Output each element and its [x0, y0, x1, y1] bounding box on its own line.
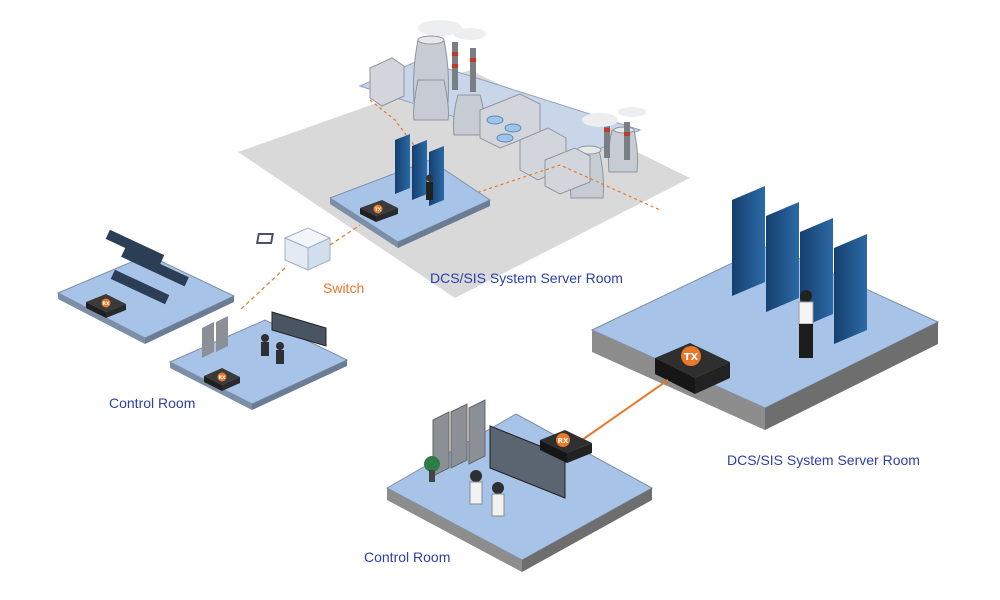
rx-device-bottom-label: RX	[558, 437, 569, 445]
engineer-figure	[798, 290, 814, 358]
operator-figure	[426, 182, 433, 200]
water-tanks	[486, 115, 522, 143]
server-room-right-label: DCS/SIS System Server Room	[727, 452, 920, 468]
server-room-top: TX	[328, 134, 492, 248]
factory-buildings	[369, 57, 591, 195]
video-wall-lower	[271, 311, 327, 347]
tx-device-top-label: TX	[375, 207, 382, 213]
rx-device-left-upper: RX	[86, 294, 126, 318]
server-cabinets-lower	[202, 316, 228, 358]
control-room-left-lower: RX	[168, 311, 349, 410]
fiber-link	[581, 379, 669, 441]
chimneys	[452, 42, 630, 160]
rx-device-left-lower: RX	[204, 368, 240, 391]
control-room-left-label: Control Room	[109, 395, 196, 411]
consoles-upper	[105, 229, 189, 305]
operators-lower	[261, 334, 284, 364]
rx-device-left-upper-label: RX	[103, 301, 110, 307]
rx-device-left-lower-label: RX	[219, 375, 226, 381]
server-room-right: TX	[590, 186, 940, 430]
control-room-bottom-label: Control Room	[364, 549, 451, 565]
switch-to-control-link	[239, 267, 286, 311]
tx-device-right: TX	[655, 343, 730, 394]
plant-link-right	[454, 164, 661, 211]
cooling-towers	[413, 35, 639, 199]
control-room-bottom: RX	[385, 399, 654, 572]
tx-device-top: TX	[360, 200, 398, 222]
server-room-top-label: DCS/SIS System Server Room	[430, 270, 623, 286]
operators-bottom	[469, 470, 505, 517]
smoke	[418, 20, 646, 127]
tx-device-right-label: TX	[684, 352, 699, 363]
network-switch	[255, 227, 332, 271]
switch-label: Switch	[323, 280, 365, 296]
plant-pot	[424, 456, 440, 482]
switch-to-server-link	[329, 224, 361, 246]
rx-device-bottom: RX	[540, 430, 592, 463]
server-racks-right	[732, 186, 867, 344]
control-room-left-upper: RX	[56, 229, 236, 344]
